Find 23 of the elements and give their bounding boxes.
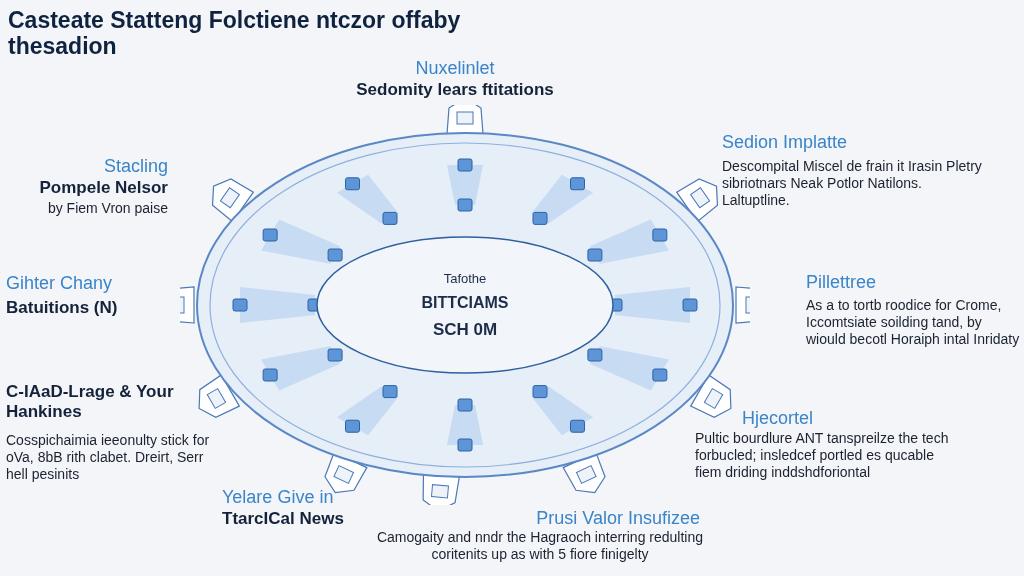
section-heading: Pillettree [806, 272, 878, 294]
section-heading: Hjecortel [742, 408, 815, 430]
diagram-title: Casteate Statteng Folctiene ntczor offaby thesadion [8, 8, 462, 60]
section-subheading: Batuitions (N) [6, 298, 119, 319]
description-text: Pultic bourdlure ANT tanspreilze the tech forbucled; insledcef portled es qucable fiem driding inddshdforiontal [695, 430, 950, 481]
section-heading: Prusi Valor Insufizee [535, 508, 700, 530]
section-heading: Gihter Chany [6, 273, 114, 295]
description-text: Descompital Miscel de frain it Irasin Pletry sibriotnars Neak Potlor Natilons. Laltuptline. [722, 158, 982, 209]
description-text: As a to tortb roodice for Crome, Iccomtsiate soilding tand, by wiould becotl Horaiph intal Inridaty [806, 297, 1021, 348]
section-heading: Nuxelinlet [414, 58, 496, 80]
section-subheading: C-IAaD-Lrage & Your Hankines [6, 382, 175, 423]
center-subtitle: Tafothe [443, 270, 487, 286]
section-subheading: Sedomity lears ftitations [355, 80, 555, 101]
section-heading: Yelare Give in [222, 487, 335, 509]
description-text: Camogaity and nndr the Hagraoch interring redulting coritenits up as with 5 fiore finigelty [375, 529, 705, 563]
section-heading: Stacling [102, 156, 168, 178]
section-subheading: Pompele Nelsor [38, 178, 168, 199]
center-heading: SCH 0M [432, 319, 498, 340]
description-text: by Fiem Vron paise [46, 200, 168, 217]
description-text: Cosspichaimia ieeonulty stick for oVa, 8bB rith clabet. Dreirt, Serr hell pesinits [6, 432, 211, 483]
center-heading: BITTCIAMS [421, 293, 509, 312]
section-heading: Sedion Implatte [722, 132, 849, 154]
section-subheading: TtarcICal News [222, 509, 345, 530]
